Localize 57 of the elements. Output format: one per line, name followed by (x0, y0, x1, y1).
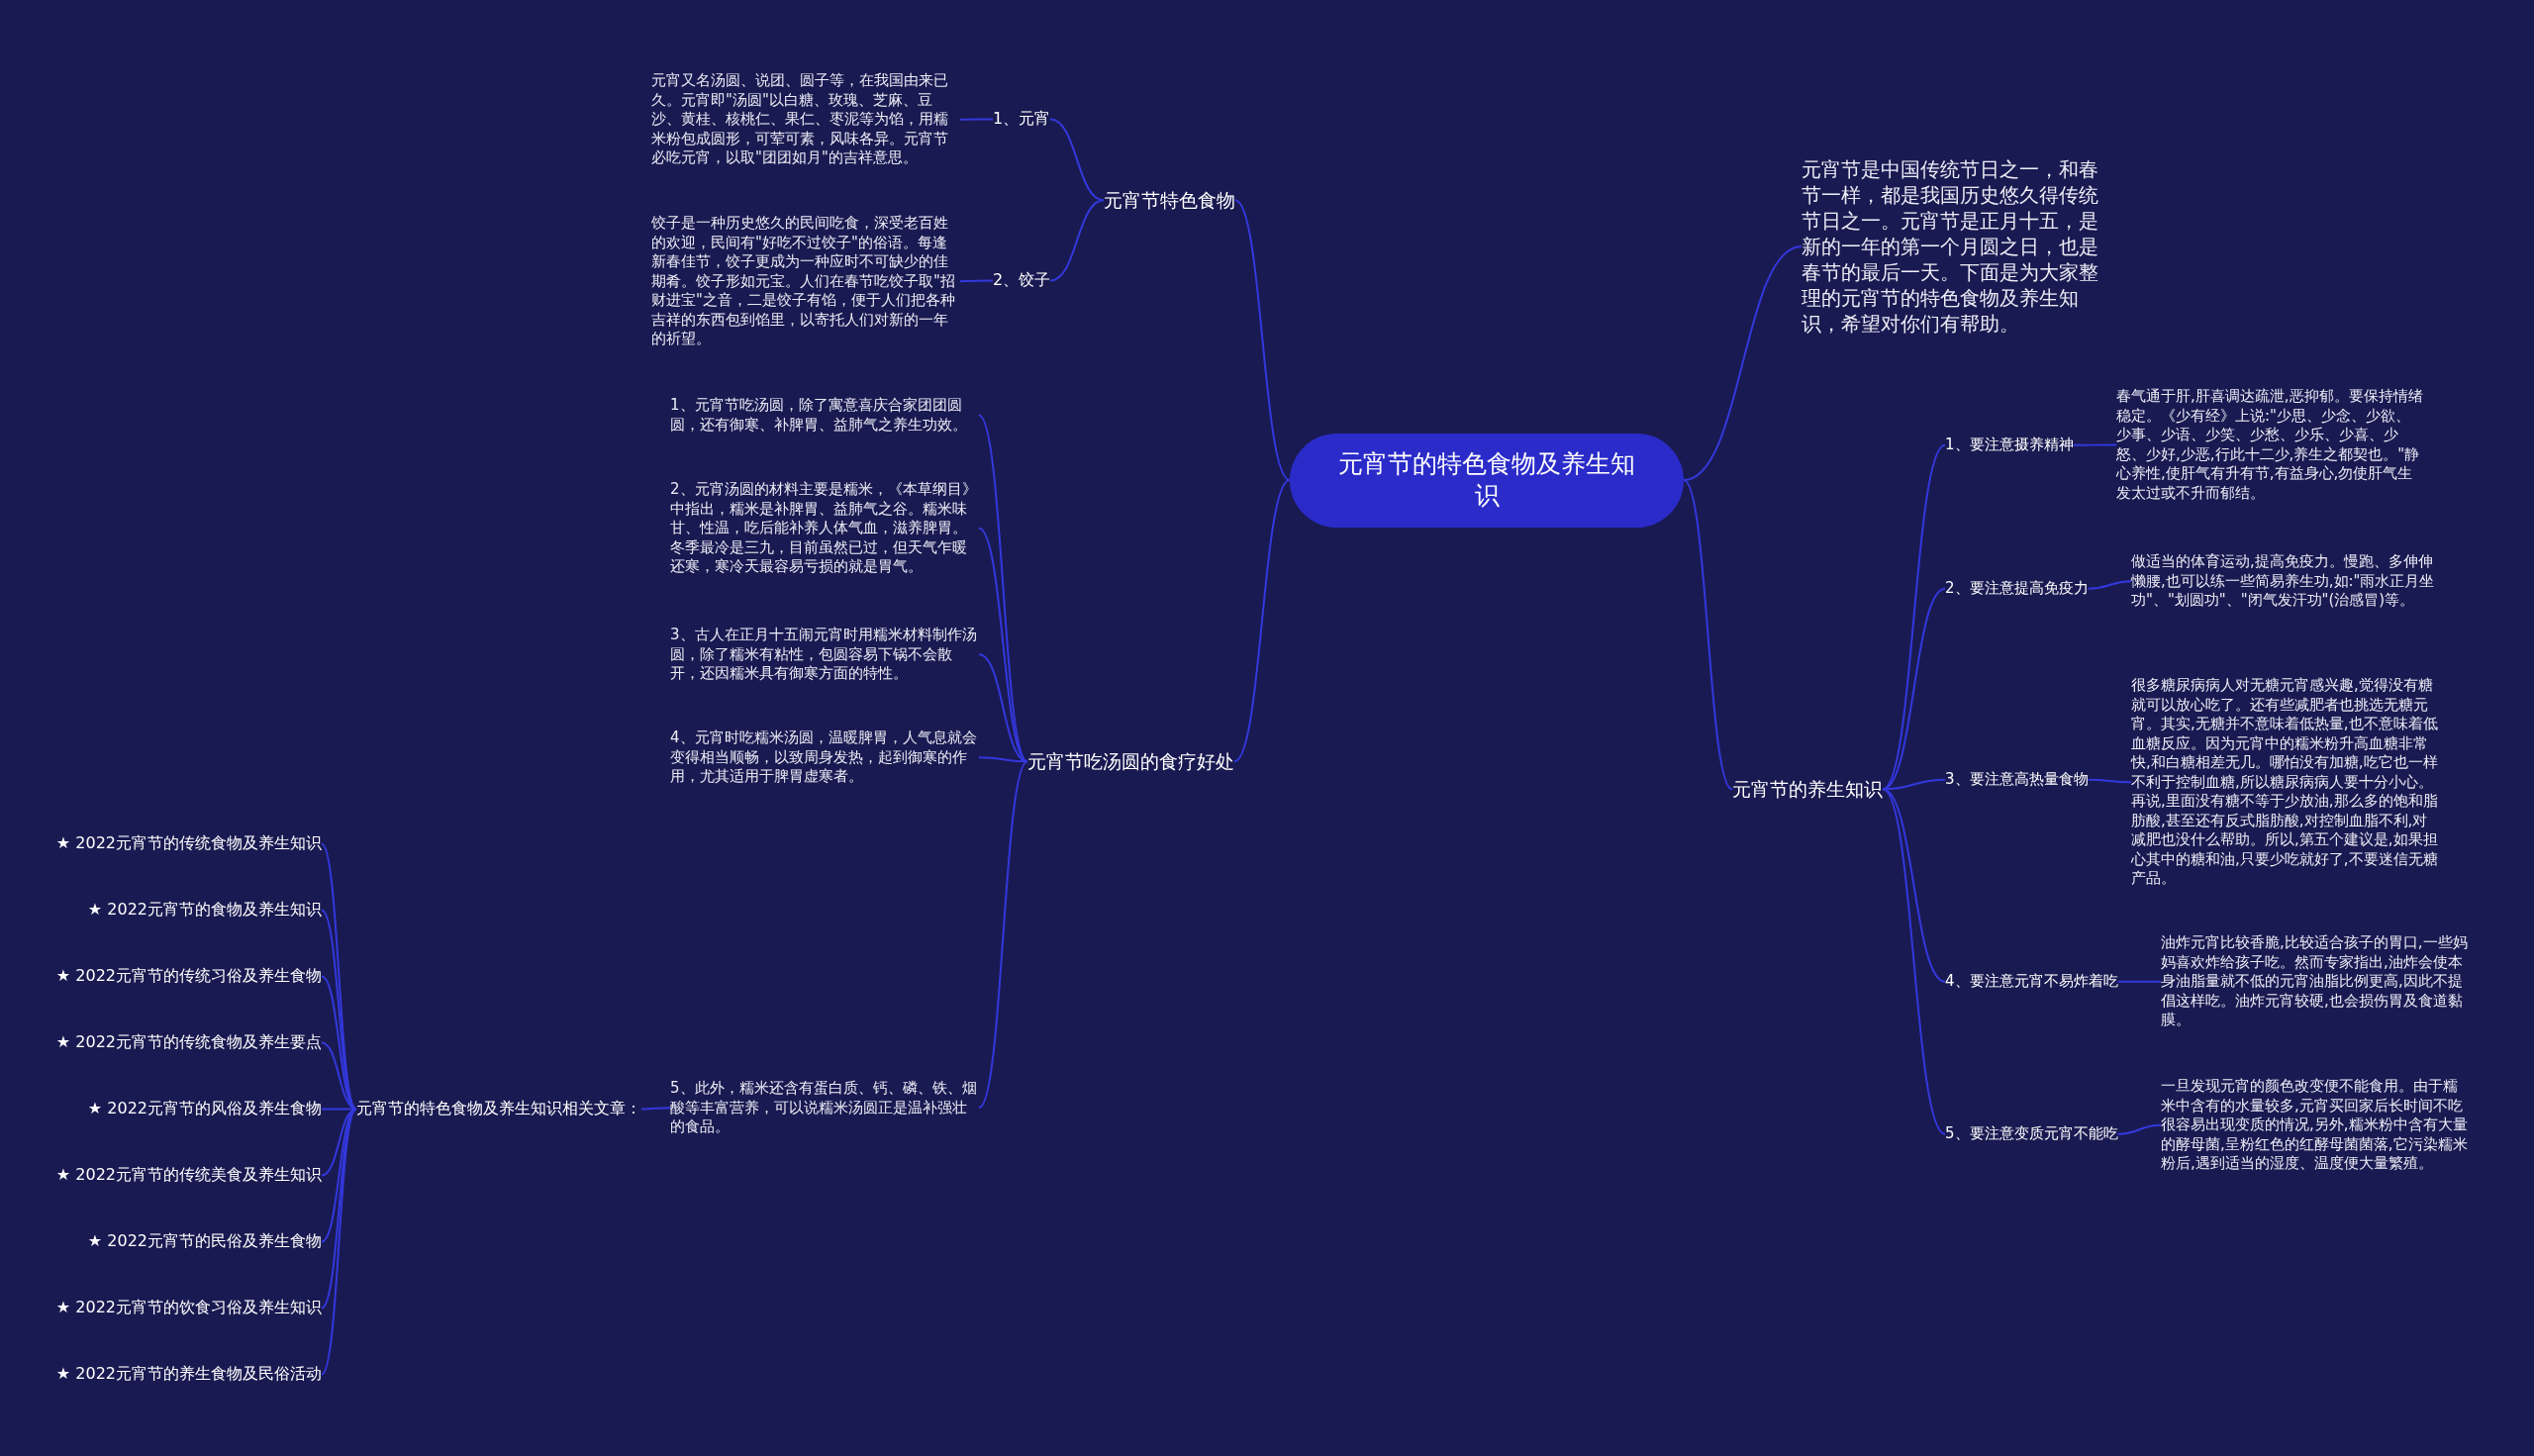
link-item: ★ 2022元宵节的传统习俗及养生食物 (55, 966, 322, 987)
branch-label: 2、饺子 (993, 270, 1051, 291)
connector-line (1882, 778, 1946, 791)
branch-label: 元宵节的养生知识 (1732, 777, 1883, 802)
connector-line (1683, 479, 1733, 791)
branch-label: 5、要注意变质元宵不能吃 (1945, 1124, 2118, 1144)
paragraph-text: 做适当的体育运动,提高免疫力。慢跑、多伸伸懒腰,也可以练一些简易养生功,如:"雨水正月坐功"、"划圆功"、"闭气发汗功"(治感冒)等。 (2131, 552, 2438, 611)
link-item: ★ 2022元宵节的传统食物及养生要点 (55, 1032, 322, 1053)
paragraph-text: 元宵节是中国传统节日之一，和春节一样，都是我国历史悠久得传统节日之一。元宵节是正月十五，是新的一年的第一个月圆之日，也是春节的最后一天。下面是为大家整理的元宵节的特色食物及养生知识，希望对你们有帮助。 (1802, 156, 2113, 337)
connector-line (1233, 479, 1291, 763)
paragraph-text: 春气通于肝,肝喜调达疏泄,恶抑郁。要保持情绪稳定。《少有经》上说:"少思、少念、少欲、少事、少语、少笑、少愁、少乐、少喜、少怒、少好,少恶,行此十二少,养生之都契也。"静心养性,使肝气有升有节,有益身心,勿使肝气生发太过或不升而郁结。 (2116, 387, 2423, 503)
branch-label: 4、要注意元宵不易炸着吃 (1945, 972, 2118, 992)
connector-line (2116, 1123, 2162, 1135)
paragraph-text: 油炸元宵比较香脆,比较适合孩子的胃口,一些妈妈喜欢炸给孩子吃。然而专家指出,油炸会使本身油脂量就不低的元宵油脂比例更高,因此不提倡这样吃。油炸元宵较硬,也会损伤胃及食道黏膜。 (2161, 933, 2468, 1030)
paragraph-text: 1、元宵节吃汤圆，除了寓意喜庆合家团团圆圆，还有御寒、补脾胃、益肺气之养生功效。 (670, 396, 979, 435)
connector-line (1234, 199, 1291, 481)
connector-line (1049, 199, 1105, 282)
connector-line (321, 1108, 357, 1111)
connector-line (640, 1107, 671, 1111)
link-item: ★ 2022元宵节的食物及养生知识 (87, 900, 322, 921)
connector-line (1882, 788, 1946, 1135)
branch-label: 3、要注意高热量食物 (1945, 770, 2089, 790)
branch-label: 1、元宵 (993, 109, 1051, 130)
paragraph-text: 元宵又名汤圆、说团、圆子等，在我国由来已久。元宵即"汤圆"以白糖、玫瑰、芝麻、豆沙、黄桂、核桃仁、果仁、枣泥等为馅，用糯米粉包成圆形，可荤可素，风味各异。元宵节必吃元宵，以取"团团如月"的吉祥意思。 (651, 71, 960, 168)
link-item: ★ 2022元宵节的养生食物及民俗活动 (55, 1364, 322, 1385)
paragraph-text: 很多糖尿病病人对无糖元宵感兴趣,觉得没有糖就可以放心吃了。还有些减肥者也挑选无糖元宵。其实,无糖并不意味着低热量,也不意味着低血糖反应。因为元宵中的糯米粉升高血糖非常快,和白糖相差无几。哪怕没有加糖,吃它也一样不利于控制血糖,所以糖尿病病人要十分小心。再说,里面没有糖不等于少放油,那么多的饱和脂肪酸,甚至还有反式脂肪酸,对控制血脂不利,对减肥也没什么帮助。所以,第五个建议是,如果担心其中的糖和油,只要少吃就好了,不要迷信无糖产品。 (2131, 676, 2438, 889)
connector-line (959, 279, 994, 283)
paragraph-text: 4、元宵时吃糯米汤圆，温暖脾胃，人气息就会变得相当顺畅，以致周身发热，起到御寒的作用，尤其适用于脾胃虚寒者。 (670, 728, 979, 787)
connector-line (321, 842, 357, 1111)
branch-label: 元宵节的特色食物及养生知识相关文章： (356, 1099, 641, 1119)
link-item: ★ 2022元宵节的饮食习俗及养生知识 (55, 1298, 322, 1318)
connector-line (1882, 443, 1946, 791)
paragraph-text: 2、元宵汤圆的材料主要是糯米，《本草纲目》中指出，糯米是补脾胃、益肺气之谷。糯米味甘、性温，吃后能补养人体气血，滋养脾胃。冬季最冷是三九，目前虽然已过，但天气乍暖还寒，寒冷天最容易亏损的就是胃气。 (670, 480, 979, 577)
connector-line (978, 760, 1028, 1110)
branch-label: 元宵节特色食物 (1104, 188, 1235, 213)
link-item: ★ 2022元宵节的民俗及养生食物 (87, 1231, 322, 1252)
paragraph-text: 一旦发现元宵的颜色改变便不能食用。由于糯米中含有的水量较多,元宵买回家后长时间不吃很容易出现变质的情况,另外,糯米粉中含有大量的酵母菌,呈粉红色的红酵母菌菌落,它污染糯米粉后,遇到适当的湿度、温度便大量繁殖。 (2161, 1077, 2468, 1174)
central-topic: 元宵节的特色食物及养生知识 (1290, 433, 1684, 528)
branch-label: 元宵节吃汤圆的食疗好处 (1027, 749, 1234, 774)
paragraph-text: 饺子是一种历史悠久的民间吃食，深受老百姓的欢迎，民间有"好吃不过饺子"的俗语。每逢新春佳节，饺子更成为一种应时不可缺少的佳期肴。饺子形如元宝。人们在春节吃饺子取"招财进宝"之音，二是饺子有馅，便于人们把各种吉祥的东西包到馅里，以寄托人们对新的一年的祈望。 (651, 214, 960, 349)
paragraph-text: 5、此外，糯米还含有蛋白质、钙、磷、铁、烟酸等丰富营养，可以说糯米汤圆正是温补强壮的食品。 (670, 1079, 979, 1137)
paragraph-text: 3、古人在正月十五闹元宵时用糯米材料制作汤圆，除了糯米有粘性，包圆容易下锅不会散开，还因糯米具有御寒方面的特性。 (670, 626, 979, 684)
connector-line (959, 118, 994, 121)
branch-label: 1、要注意摄养精神 (1945, 436, 2074, 455)
connector-line (321, 1108, 357, 1376)
branch-label: 2、要注意提高免疫力 (1945, 579, 2089, 599)
connector-line (978, 756, 1028, 763)
connector-line (2072, 443, 2117, 446)
link-item: ★ 2022元宵节的传统美食及养生知识 (55, 1165, 322, 1186)
connector-line (2116, 980, 2162, 983)
connector-line (2087, 778, 2132, 784)
link-item: ★ 2022元宵节的传统食物及养生知识 (55, 833, 322, 854)
connector-line (1049, 118, 1105, 202)
connector-line (2087, 580, 2132, 590)
connector-line (1683, 245, 1803, 481)
link-item: ★ 2022元宵节的风俗及养生食物 (87, 1099, 322, 1119)
connector-line (978, 527, 1028, 763)
